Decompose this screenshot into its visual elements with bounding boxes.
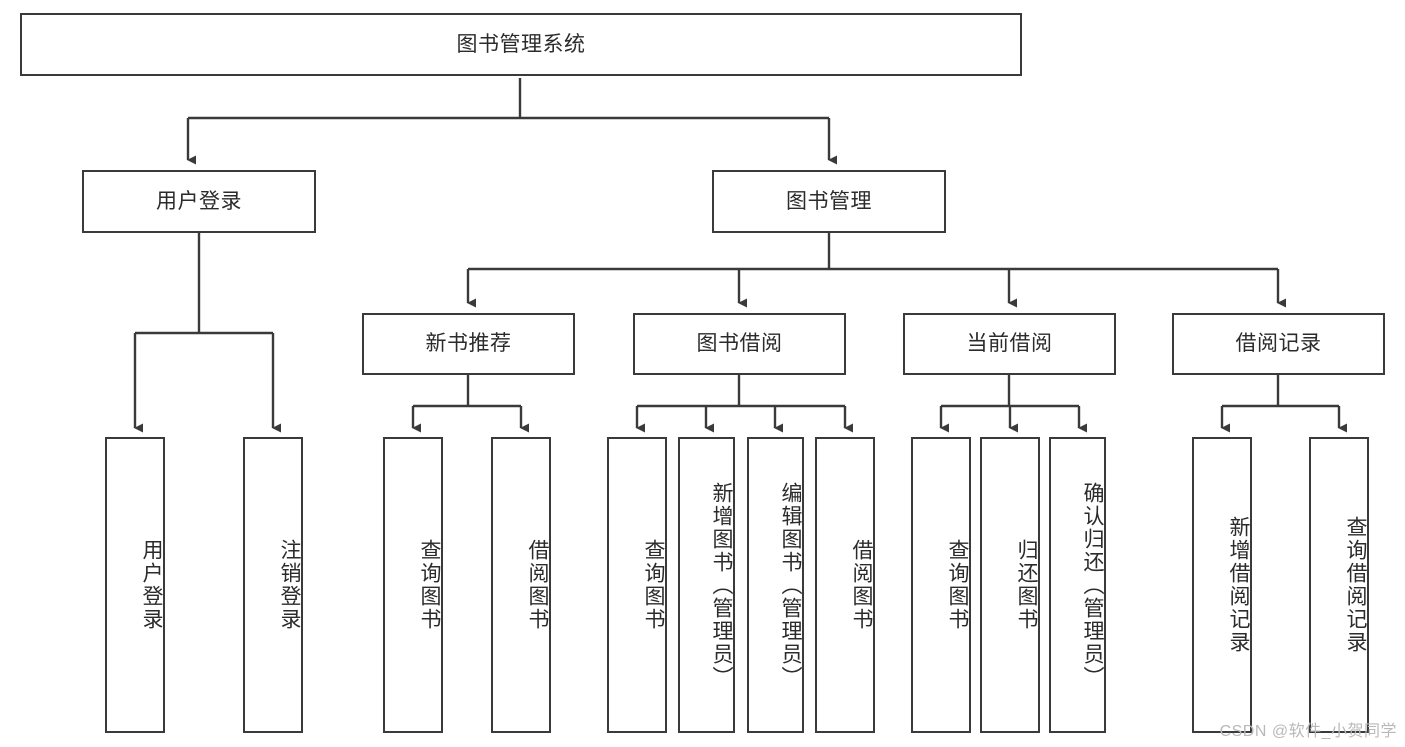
node-root-system[interactable]: 图书管理系统	[20, 13, 1022, 76]
node-current-borrow[interactable]: 当前借阅	[903, 313, 1116, 375]
leaf-book-borrow-edit-admin[interactable]: 编辑图书（管理员）	[747, 437, 804, 733]
csdn-watermark: CSDN @软件_小贺同学	[1219, 723, 1397, 740]
leaf-user-login-logout[interactable]: 注销登录	[243, 437, 303, 733]
leaf-new-book-query[interactable]: 查询图书	[383, 437, 443, 733]
leaf-current-borrow-confirm-admin[interactable]: 确认归还（管理员）	[1049, 437, 1106, 733]
node-borrow-record[interactable]: 借阅记录	[1172, 313, 1385, 375]
node-book-manage[interactable]: 图书管理	[712, 170, 946, 233]
node-book-borrow[interactable]: 图书借阅	[633, 313, 846, 375]
node-new-book-recommend[interactable]: 新书推荐	[362, 313, 575, 375]
leaf-user-login-login[interactable]: 用户登录	[105, 437, 165, 733]
leaf-new-book-borrow[interactable]: 借阅图书	[491, 437, 551, 733]
leaf-current-borrow-query[interactable]: 查询图书	[911, 437, 971, 733]
leaf-book-borrow-add-admin[interactable]: 新增图书（管理员）	[678, 437, 735, 733]
leaf-borrow-record-query[interactable]: 查询借阅记录	[1309, 437, 1369, 733]
leaf-book-borrow-borrow[interactable]: 借阅图书	[815, 437, 875, 733]
leaf-book-borrow-query[interactable]: 查询图书	[607, 437, 667, 733]
node-user-login[interactable]: 用户登录	[82, 170, 316, 233]
leaf-current-borrow-return[interactable]: 归还图书	[980, 437, 1040, 733]
leaf-borrow-record-add[interactable]: 新增借阅记录	[1192, 437, 1252, 733]
